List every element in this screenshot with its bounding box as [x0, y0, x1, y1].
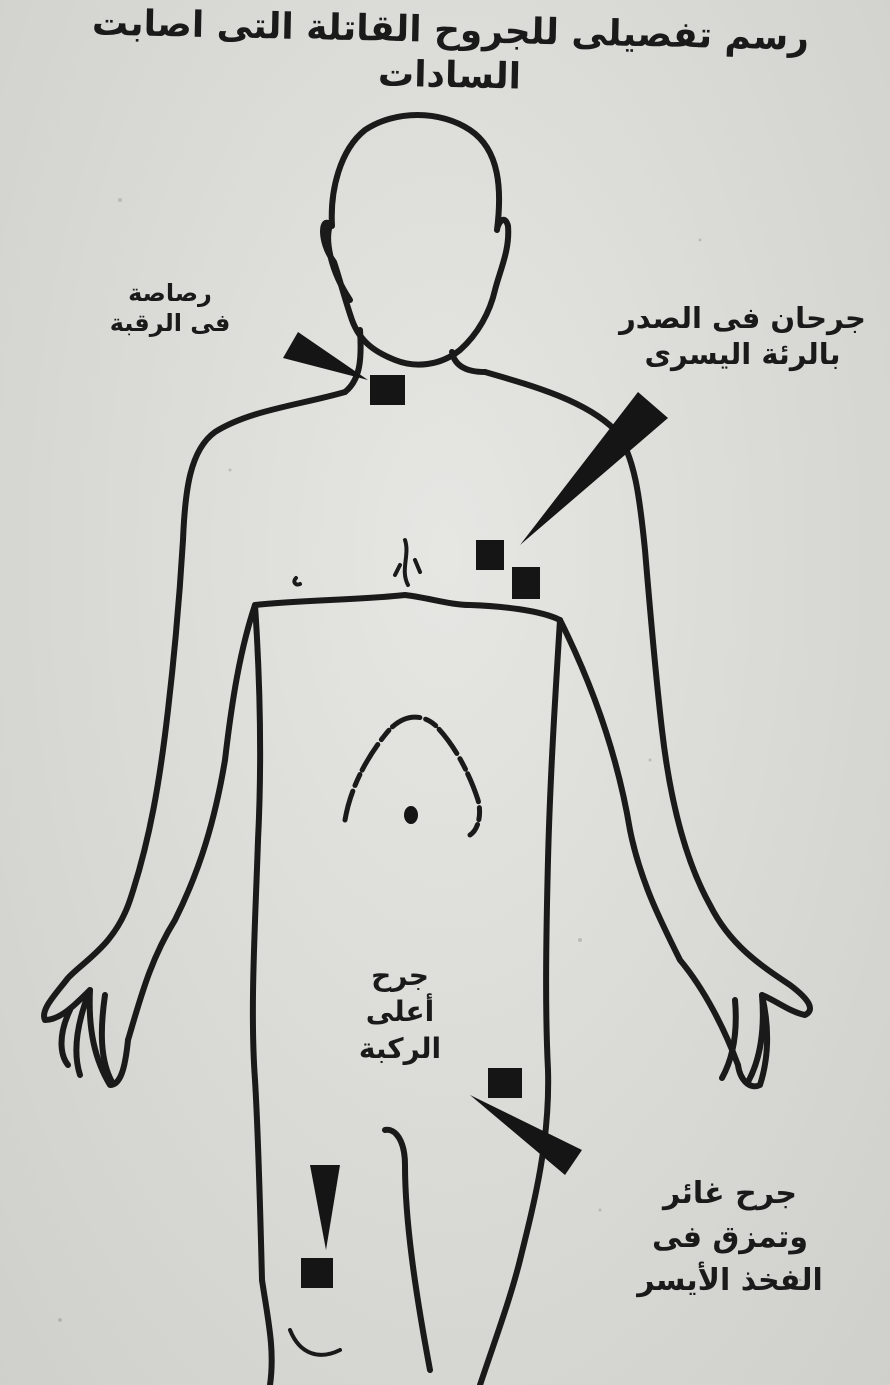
left-leg-lower: [262, 1280, 272, 1385]
neck-label-line-2: فى الرقبة: [95, 308, 245, 338]
left-arm-inner: [128, 605, 255, 1040]
chest-label-line-1: جرحان فى الصدر: [600, 300, 885, 336]
thigh-wound-label: جرح غائر وتمزق فى الفخذ الأيسر: [620, 1172, 840, 1303]
neck-wound-marker: [370, 375, 405, 405]
right-arm-outer: [485, 372, 810, 1086]
leg-inner-line: [385, 1130, 430, 1370]
sternum-marks: [395, 540, 420, 585]
navel-mark: [404, 806, 418, 824]
right-arm-inner: [560, 620, 738, 1065]
torso-left-side: [253, 605, 262, 1280]
left-hand-fingers: [62, 990, 113, 1082]
knee-wound-label: جرح أعلى الركبة: [335, 958, 465, 1067]
chest-wound-marker-2: [512, 567, 540, 599]
thigh-pointer-wedge: [310, 1165, 340, 1250]
chest-wound-label: جرحان فى الصدر بالرئة اليسرى: [600, 300, 885, 373]
thigh-label-line-3: الفخذ الأيسر: [620, 1259, 840, 1303]
head-outline: [323, 115, 508, 365]
knee-pointer-arrow: [470, 1095, 582, 1175]
knee-label-line-2: أعلى: [335, 994, 465, 1030]
nipple-left: [294, 578, 300, 585]
knee-label-line-1: جرح: [335, 958, 465, 994]
chest-wound-marker-1: [476, 540, 504, 570]
neck-label-line-1: رصاصة: [95, 278, 245, 308]
left-arm-outer: [44, 392, 345, 1085]
knee-label-line-3: الركبة: [335, 1031, 465, 1067]
thigh-wound-marker: [301, 1258, 333, 1288]
left-knee-sketch: [290, 1330, 340, 1355]
neck-pointer-arrow: [283, 332, 368, 380]
neck-left-outline: [345, 330, 361, 392]
diagram-title: رسم تفصيلى للجروح القاتلة التى اصابت الس…: [49, 0, 851, 106]
chest-label-line-2: بالرئة اليسرى: [600, 336, 885, 372]
knee-wound-marker: [488, 1068, 522, 1098]
neck-wound-label: رصاصة فى الرقبة: [95, 278, 245, 338]
thigh-label-line-2: وتمزق فى: [620, 1216, 840, 1260]
thigh-label-line-1: جرح غائر: [620, 1172, 840, 1216]
right-leg-lower: [480, 1260, 520, 1385]
